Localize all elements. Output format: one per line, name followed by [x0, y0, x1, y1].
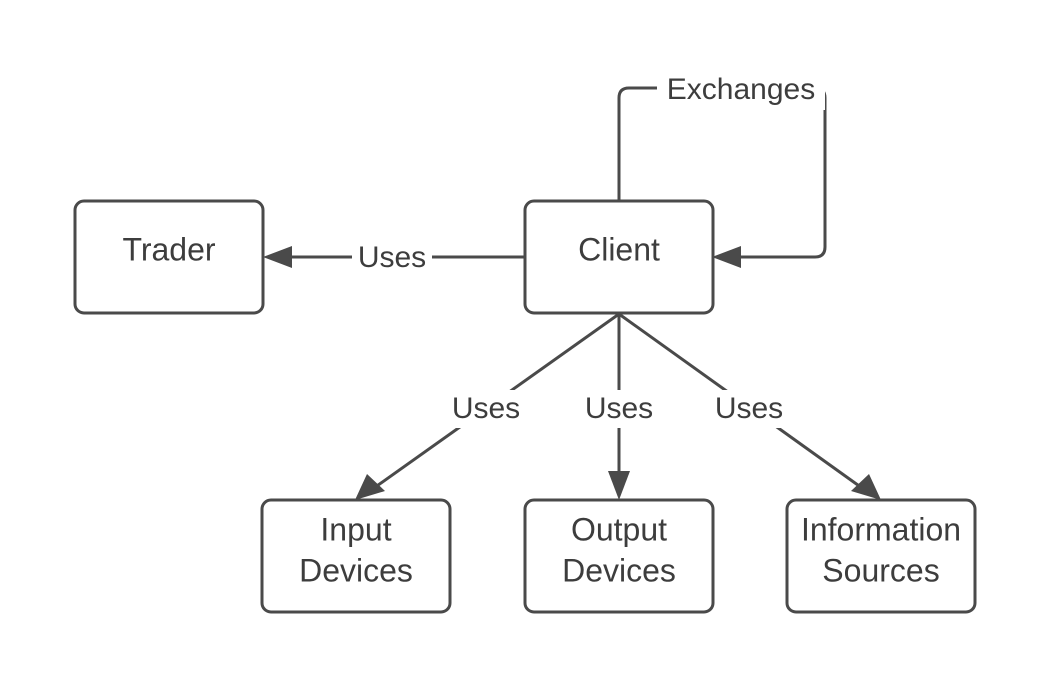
edge-label-uses-trader: Uses — [358, 241, 426, 274]
edge-client-to-input-devices: Uses — [355, 312, 620, 500]
node-label-client: Client — [578, 231, 660, 267]
edge-client-exchanges-loop: Exchanges — [617, 70, 827, 268]
edge-label-uses-output: Uses — [585, 392, 653, 425]
node-client[interactable]: Client — [523, 199, 715, 315]
node-label-info-line2: Sources — [822, 552, 939, 588]
edge-client-to-output-devices: Uses — [579, 314, 659, 500]
node-output-devices[interactable]: Output Devices — [523, 498, 715, 614]
node-label-input-line2: Devices — [299, 552, 413, 588]
arrowhead — [851, 474, 881, 500]
edge-label-exchanges: Exchanges — [667, 73, 815, 106]
edge-label-uses-input: Uses — [452, 392, 520, 425]
node-label-input-line1: Input — [320, 511, 391, 547]
node-trader[interactable]: Trader — [73, 199, 265, 315]
arrowhead — [712, 246, 741, 268]
node-information-sources[interactable]: Information Sources — [785, 498, 977, 614]
node-input-devices[interactable]: Input Devices — [260, 498, 452, 614]
arrowhead — [355, 474, 385, 500]
node-label-trader: Trader — [122, 231, 215, 267]
node-label-output-line1: Output — [571, 511, 667, 547]
arrowhead — [263, 246, 292, 268]
edge-client-to-trader: Uses — [263, 238, 524, 278]
node-label-output-line2: Devices — [562, 552, 676, 588]
node-label-info-line1: Information — [801, 511, 961, 547]
edge-client-to-information-sources: Uses — [618, 312, 881, 500]
arrowhead — [608, 471, 630, 500]
edge-label-uses-info: Uses — [715, 392, 783, 425]
